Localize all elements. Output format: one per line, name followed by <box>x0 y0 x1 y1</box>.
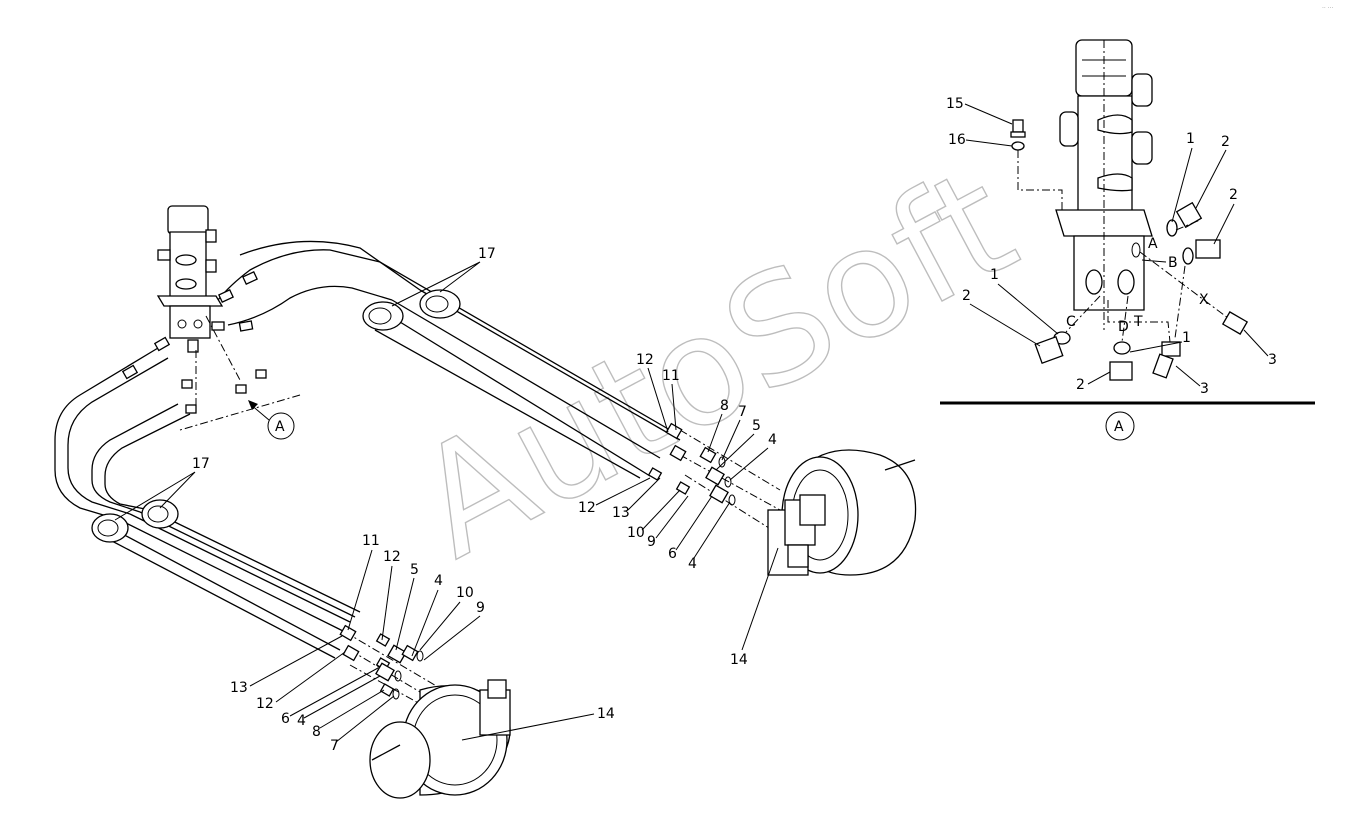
right-fittings <box>647 422 736 506</box>
callout-12-d: 12 <box>256 696 274 712</box>
callout-10-b: 10 <box>456 585 474 601</box>
hose-fittings <box>121 270 267 414</box>
callout-3-a: 3 <box>1200 381 1209 397</box>
callout-9-b: 9 <box>476 600 485 616</box>
callout-17-left: 17 <box>192 456 210 472</box>
port-T: T <box>1133 314 1143 330</box>
callout-2-a: 2 <box>1221 134 1230 150</box>
port-A: A <box>1148 236 1158 252</box>
callouts-main: 17 17 A 12 11 8 7 5 4 12 13 10 9 6 4 1 <box>114 246 779 754</box>
left-fittings <box>339 624 424 700</box>
callout-1-a: 1 <box>1186 131 1195 147</box>
callout-2-b: 2 <box>1229 187 1238 203</box>
detail-fittings <box>1034 201 1249 381</box>
callout-16: 16 <box>948 132 966 148</box>
callout-6-b: 6 <box>281 711 290 727</box>
watermark: AutoSoft <box>390 136 1041 592</box>
callout-14-b: 14 <box>597 706 615 722</box>
callout-9-a: 9 <box>647 534 656 550</box>
view-label-A: A <box>1114 419 1124 435</box>
callout-2-d: 2 <box>1076 377 1085 393</box>
callout-6-a: 6 <box>668 546 677 562</box>
detail-view-A: A B C D T X 15 16 1 2 2 1 2 1 2 3 3 A <box>940 39 1315 441</box>
callout-7-b: 7 <box>330 738 339 754</box>
callout-1-c: 1 <box>1182 330 1191 346</box>
callout-17-top: 17 <box>478 246 496 262</box>
callout-1-b: 1 <box>990 267 999 283</box>
hose-bundle-right <box>217 240 681 479</box>
callout-12-b: 12 <box>578 500 596 516</box>
callout-15: 15 <box>946 96 964 112</box>
port-D: D <box>1118 319 1129 335</box>
callout-8-b: 8 <box>312 724 321 740</box>
port-X: X <box>1199 292 1209 308</box>
swivel-joint-main <box>156 205 224 353</box>
callout-12-c: 12 <box>383 549 401 565</box>
callout-14-a: 14 <box>730 652 748 668</box>
callout-7-a: 7 <box>738 404 747 420</box>
callout-3-b: 3 <box>1268 352 1277 368</box>
callout-5-a: 5 <box>752 418 761 434</box>
callout-11-b: 11 <box>362 533 380 549</box>
port-B: B <box>1168 255 1178 271</box>
callout-12-a: 12 <box>636 352 654 368</box>
callout-10-a: 10 <box>627 525 645 541</box>
callout-11-a: 11 <box>662 368 680 384</box>
callout-4-d: 4 <box>297 713 306 729</box>
corner-mark: ·· ··· <box>1322 5 1334 12</box>
callout-4-c: 4 <box>434 573 443 589</box>
callout-4-a: 4 <box>768 432 777 448</box>
callout-13-a: 13 <box>612 505 630 521</box>
port-C: C <box>1066 314 1076 330</box>
track-motor-left <box>369 679 511 799</box>
callout-13-b: 13 <box>230 680 248 696</box>
track-motor-right <box>767 449 917 576</box>
callout-5-b: 5 <box>410 562 419 578</box>
callout-8-a: 8 <box>720 398 729 414</box>
callout-2-c: 2 <box>962 288 971 304</box>
callout-4-b: 4 <box>688 556 697 572</box>
hose-bundle-left <box>54 347 361 659</box>
view-ref-A: A <box>275 419 285 435</box>
